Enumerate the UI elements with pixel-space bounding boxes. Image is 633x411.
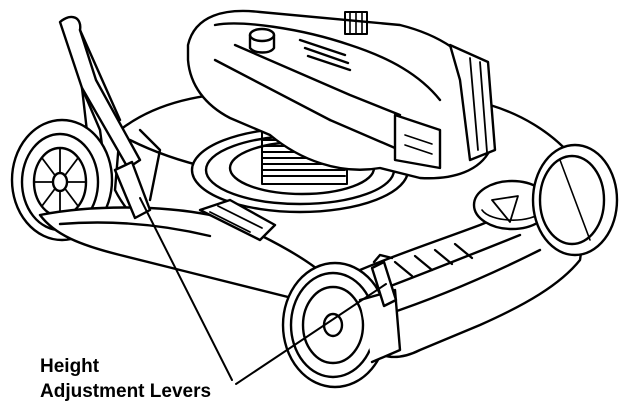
center-clip xyxy=(198,198,277,242)
engine xyxy=(186,9,497,180)
height-lever-front xyxy=(370,253,398,308)
rear-right-wheel xyxy=(531,143,619,257)
front-wheel xyxy=(281,261,402,389)
callout-line-2: Adjustment Levers xyxy=(40,381,212,402)
height-adjustment-levers-label: Height Adjustment Levers xyxy=(40,354,211,404)
callout-line-1: Height xyxy=(40,356,100,377)
callout-leader-lines xyxy=(139,197,387,385)
front-housing xyxy=(358,179,587,359)
height-lever-rear xyxy=(113,160,152,220)
